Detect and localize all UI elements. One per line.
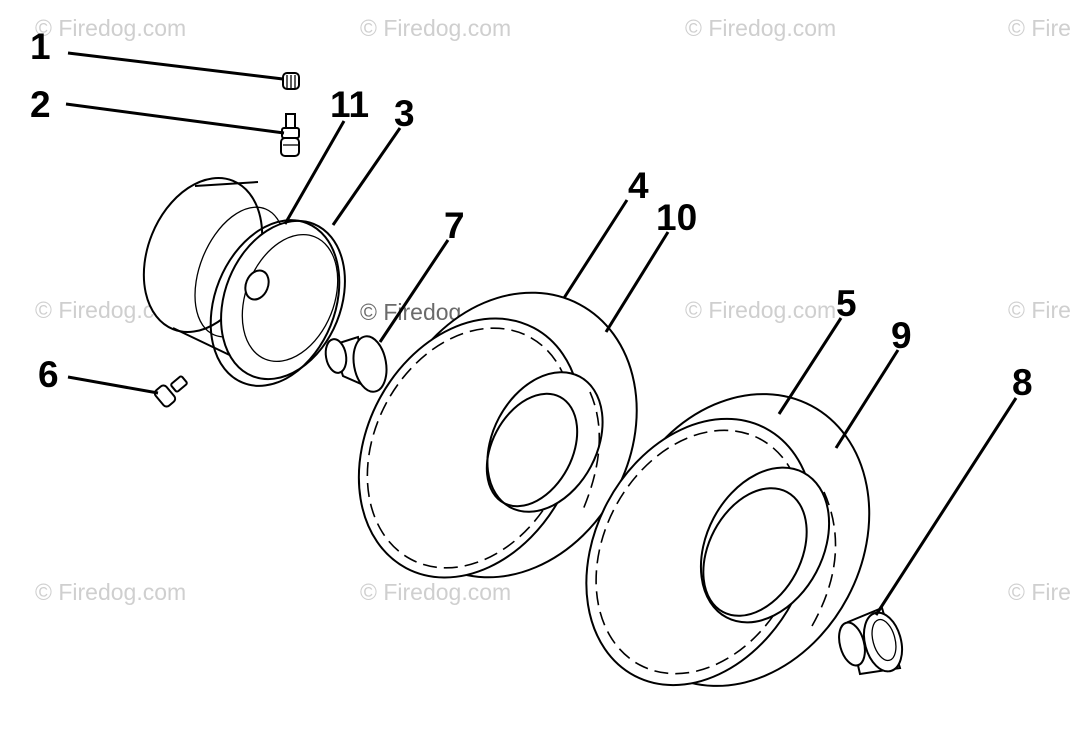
- valve-stem-part: [280, 113, 300, 157]
- watermark: © Firedog.com: [35, 15, 186, 41]
- rear-tire-part: [585, 393, 871, 687]
- callout-2: 2: [30, 84, 51, 125]
- wheel-rim-part: [142, 177, 346, 387]
- callout-4: 4: [628, 165, 649, 206]
- watermark: © Firedog.com: [685, 15, 836, 41]
- callout-9: 9: [891, 315, 912, 356]
- callout-11: 11: [330, 84, 369, 125]
- callout-8: 8: [1012, 362, 1033, 403]
- watermark: © Fire: [1008, 297, 1071, 323]
- watermark: © Fire: [1008, 15, 1071, 41]
- leader-lines: [65, 51, 1018, 616]
- valve-cap-part: [282, 72, 300, 90]
- callout-10: 10: [656, 197, 697, 238]
- callout-5: 5: [836, 283, 857, 324]
- watermark: © Firedog.com: [360, 579, 511, 605]
- callout-6: 6: [38, 354, 59, 395]
- callout-7: 7: [444, 205, 465, 246]
- callout-3: 3: [394, 93, 415, 134]
- front-tire-part: [357, 291, 638, 579]
- watermark: © Firedog.com: [360, 15, 511, 41]
- callout-labels: 1 2 11 3 6 7 4 10 5 9 8: [30, 26, 1033, 403]
- bushing-part: [324, 335, 388, 393]
- watermark: © Fire: [1008, 579, 1071, 605]
- grease-fitting-part: [153, 375, 188, 408]
- hub-cap-part: [838, 606, 904, 676]
- watermark: © Firedog.com: [685, 297, 836, 323]
- callout-1: 1: [30, 26, 51, 67]
- watermark: © Firedog.com: [35, 579, 186, 605]
